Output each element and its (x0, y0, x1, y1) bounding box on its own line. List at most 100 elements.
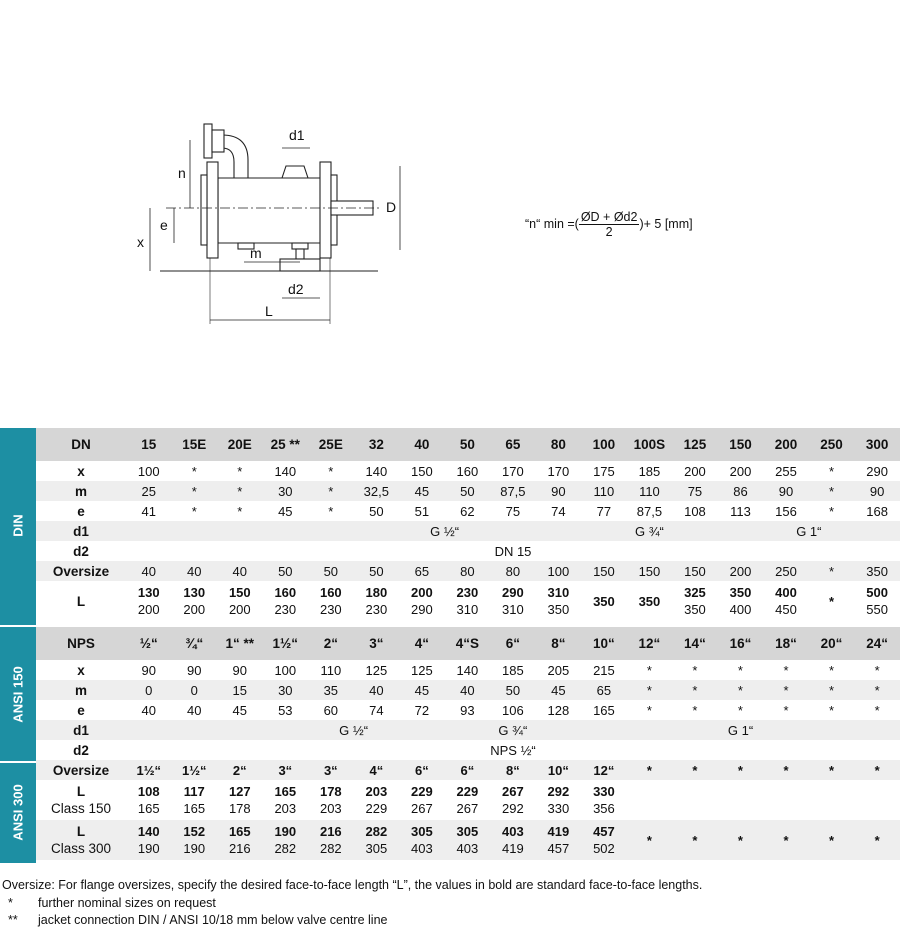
table-cell: 75 (505, 503, 521, 519)
table-cell: 10“ (535, 760, 582, 780)
table-cell: 20E (217, 428, 263, 461)
table-cell: 128 (547, 702, 570, 718)
table-cell: 60 (323, 702, 339, 718)
table-cell: * (763, 760, 809, 780)
row-label-main: L (76, 593, 86, 609)
value-standard: * (783, 832, 789, 848)
oversize-note: Oversize: For flange oversizes, specify … (2, 878, 703, 892)
label-e: e (160, 217, 168, 233)
label-L: L (265, 303, 273, 319)
table-cell: 50 (369, 503, 384, 519)
table-cell: 6“ (490, 627, 536, 660)
ansi150-section-label: ANSI 150 (10, 666, 26, 723)
table-cell: 51 (414, 503, 430, 519)
value-standard: 160 (274, 585, 297, 600)
value-alternate: 310 (456, 602, 479, 617)
table-cell: 150 (411, 463, 433, 479)
value-standard: 400 (775, 585, 797, 600)
value-alternate: 350 (547, 602, 570, 617)
value-standard: 282 (365, 824, 388, 839)
table-cell: 40 (217, 561, 263, 581)
table-cell: 0 (126, 680, 172, 700)
table-cell: 1½“ (126, 760, 172, 780)
table-cell: 350 (627, 581, 673, 621)
value-standard: 178 (319, 784, 342, 799)
table-cell: 200 (729, 463, 752, 479)
table-cell: 87,5 (636, 503, 663, 519)
value-alternate: 282 (319, 841, 342, 856)
value-standard: 130 (137, 585, 160, 600)
footnotes: Oversize: For flange oversizes, specify … (2, 877, 702, 930)
value-alternate: 216 (228, 841, 251, 856)
table-cell: * (808, 481, 855, 501)
din-section-bar: DIN (0, 428, 36, 625)
value-alternate: 165 (183, 801, 206, 816)
value-alternate: 292 (502, 801, 524, 816)
table-cell: 6“ (399, 760, 445, 780)
table-cell: * (217, 481, 263, 501)
row-label: d2 (73, 543, 89, 559)
value-standard: 117 (183, 784, 205, 799)
table-cell: 90 (141, 662, 156, 678)
table-cell: 14“ (672, 627, 718, 660)
value-standard: * (646, 832, 652, 848)
table-cell: 40 (141, 702, 156, 718)
table-cell: 3“ (353, 627, 400, 660)
table-cell: 140 (274, 463, 297, 479)
table-cell: * (828, 662, 835, 678)
table-cell: * (171, 481, 218, 501)
value-standard: * (828, 832, 835, 848)
row-label: x (77, 463, 85, 479)
value-standard: 230 (456, 585, 479, 600)
value-alternate: 190 (137, 841, 160, 856)
table-cell: * (237, 503, 243, 519)
value-standard: 229 (456, 784, 479, 799)
value-alternate: 230 (274, 602, 297, 617)
table-cell: 140 (456, 662, 479, 678)
row-label: m (36, 680, 126, 700)
table-cell: ¾“ (171, 627, 218, 660)
table-cell: * (854, 760, 900, 780)
table-cell: 110 (320, 662, 342, 678)
table-cell: 20“ (808, 627, 855, 660)
value-alternate: 330 (547, 801, 570, 816)
value-standard: 203 (365, 784, 388, 799)
ansi300-section-bar: ANSI 300 (0, 763, 36, 863)
label-x: x (137, 234, 144, 250)
value-standard: 457 (593, 824, 615, 839)
value-alternate: 267 (411, 801, 433, 816)
table-cell: 300 (854, 428, 900, 461)
table-cell: 32 (353, 428, 400, 461)
value-standard: 500 (866, 585, 888, 600)
value-alternate: 230 (319, 602, 342, 617)
table-cell: 1½“ (171, 760, 218, 780)
table-cell: * (854, 680, 900, 700)
table-cell: 255 (775, 463, 797, 479)
value-standard: 419 (547, 824, 570, 839)
table-cell: 350 (854, 561, 900, 581)
footnote-text: jacket connection DIN / ANSI 10/18 mm be… (38, 913, 388, 927)
table-cell: 53 (278, 702, 293, 718)
table-cell: * (737, 662, 743, 678)
value-standard: 330 (593, 784, 615, 799)
table-cell: 125 (365, 662, 388, 678)
value-alternate: 403 (411, 841, 433, 856)
value-alternate: 165 (137, 801, 160, 816)
table-cell: * (191, 503, 197, 519)
value-alternate: 457 (547, 841, 570, 856)
